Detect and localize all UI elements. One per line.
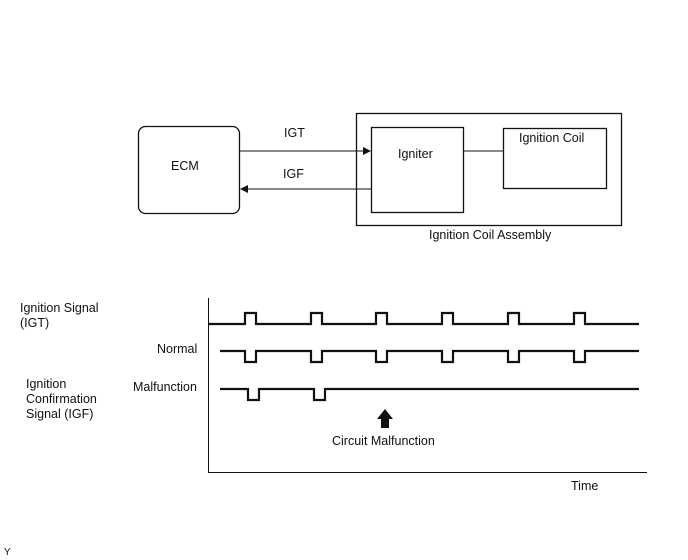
circuit-malfunction-label: Circuit Malfunction <box>332 434 435 448</box>
malfunction-label: Malfunction <box>133 380 197 394</box>
ignition-coil-box <box>502 127 608 190</box>
igf-signal-label: Ignition Confirmation Signal (IGF) <box>26 377 97 421</box>
igniter-label: Igniter <box>398 147 433 161</box>
corner-mark: Y <box>4 547 11 558</box>
ecm-label: ECM <box>171 159 199 173</box>
igt-waveform <box>208 311 639 326</box>
ignition-coil-assembly-label: Ignition Coil Assembly <box>429 228 552 242</box>
igf-malfunction-waveform <box>220 387 639 402</box>
circuit-malfunction-arrow-icon <box>377 409 393 428</box>
ecm-box <box>137 125 241 215</box>
igt-label: IGT <box>284 126 305 140</box>
igniter-box <box>370 126 465 214</box>
normal-label: Normal <box>157 342 198 356</box>
ignition-coil-label: Ignition Coil <box>519 131 585 145</box>
igf-normal-waveform <box>220 349 639 364</box>
ignition-coil-assembly-box <box>355 112 623 227</box>
igf-label: IGF <box>283 167 304 181</box>
igt-signal-label: Ignition Signal (IGT) <box>20 301 99 330</box>
time-axis-label: Time <box>571 479 599 493</box>
